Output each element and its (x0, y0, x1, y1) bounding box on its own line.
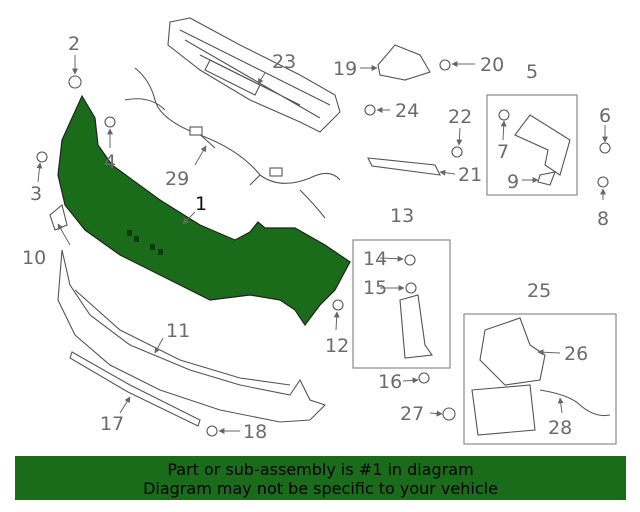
bumper-cover-highlighted (57, 94, 351, 327)
callout-28: 28 (548, 417, 572, 439)
banner-line-2: Diagram may not be specific to your vehi… (143, 479, 498, 498)
info-banner: Part or sub-assembly is #1 in diagram Di… (15, 456, 626, 500)
callout-18: 18 (243, 421, 267, 443)
part-19-bracket (377, 44, 431, 81)
callout-6: 6 (599, 105, 611, 127)
callout-16: 16 (378, 371, 402, 393)
fasteners (36, 59, 611, 437)
callout-15: 15 (363, 277, 387, 299)
callout-24: 24 (395, 100, 419, 122)
lower-valance (57, 249, 327, 423)
part-10-bracket (49, 204, 68, 231)
callout-20: 20 (480, 54, 504, 76)
callout-5: 5 (526, 61, 538, 83)
wiring-harness (124, 67, 341, 219)
callout-14: 14 (363, 248, 387, 270)
callout-27: 27 (400, 403, 424, 425)
box-25 (463, 313, 617, 445)
callout-12: 12 (325, 335, 349, 357)
callout-2: 2 (68, 33, 80, 55)
callout-17: 17 (100, 413, 124, 435)
callout-25: 25 (527, 280, 551, 302)
callout-labels: 1 2 3 4 5 6 7 8 9 10 11 12 13 14 15 16 1… (22, 33, 611, 443)
parts-diagram: 1 2 3 4 5 6 7 8 9 10 11 12 13 14 15 16 1… (22, 17, 617, 445)
callout-22: 22 (448, 106, 472, 128)
callout-10: 10 (22, 247, 46, 269)
reinforcement-beam (167, 17, 341, 133)
callout-9: 9 (507, 171, 519, 193)
callout-8: 8 (597, 208, 609, 230)
callout-13: 13 (390, 205, 414, 227)
callout-3: 3 (30, 183, 42, 205)
callout-1: 1 (195, 193, 207, 215)
box-13 (352, 239, 451, 369)
callout-4: 4 (104, 151, 116, 173)
part-21-reflector (367, 157, 441, 176)
box-5 (486, 94, 578, 196)
callout-7: 7 (497, 141, 509, 163)
banner-line-1: Part or sub-assembly is #1 in diagram (167, 460, 474, 479)
callout-11: 11 (166, 320, 190, 342)
callout-23: 23 (272, 51, 296, 73)
callout-26: 26 (564, 343, 588, 365)
leader-lines (36, 55, 608, 434)
callout-29: 29 (165, 168, 189, 190)
bumper-cover-shape (57, 94, 351, 327)
callout-19: 19 (333, 58, 357, 80)
molding-strip (69, 351, 201, 427)
callout-21: 21 (458, 164, 482, 186)
